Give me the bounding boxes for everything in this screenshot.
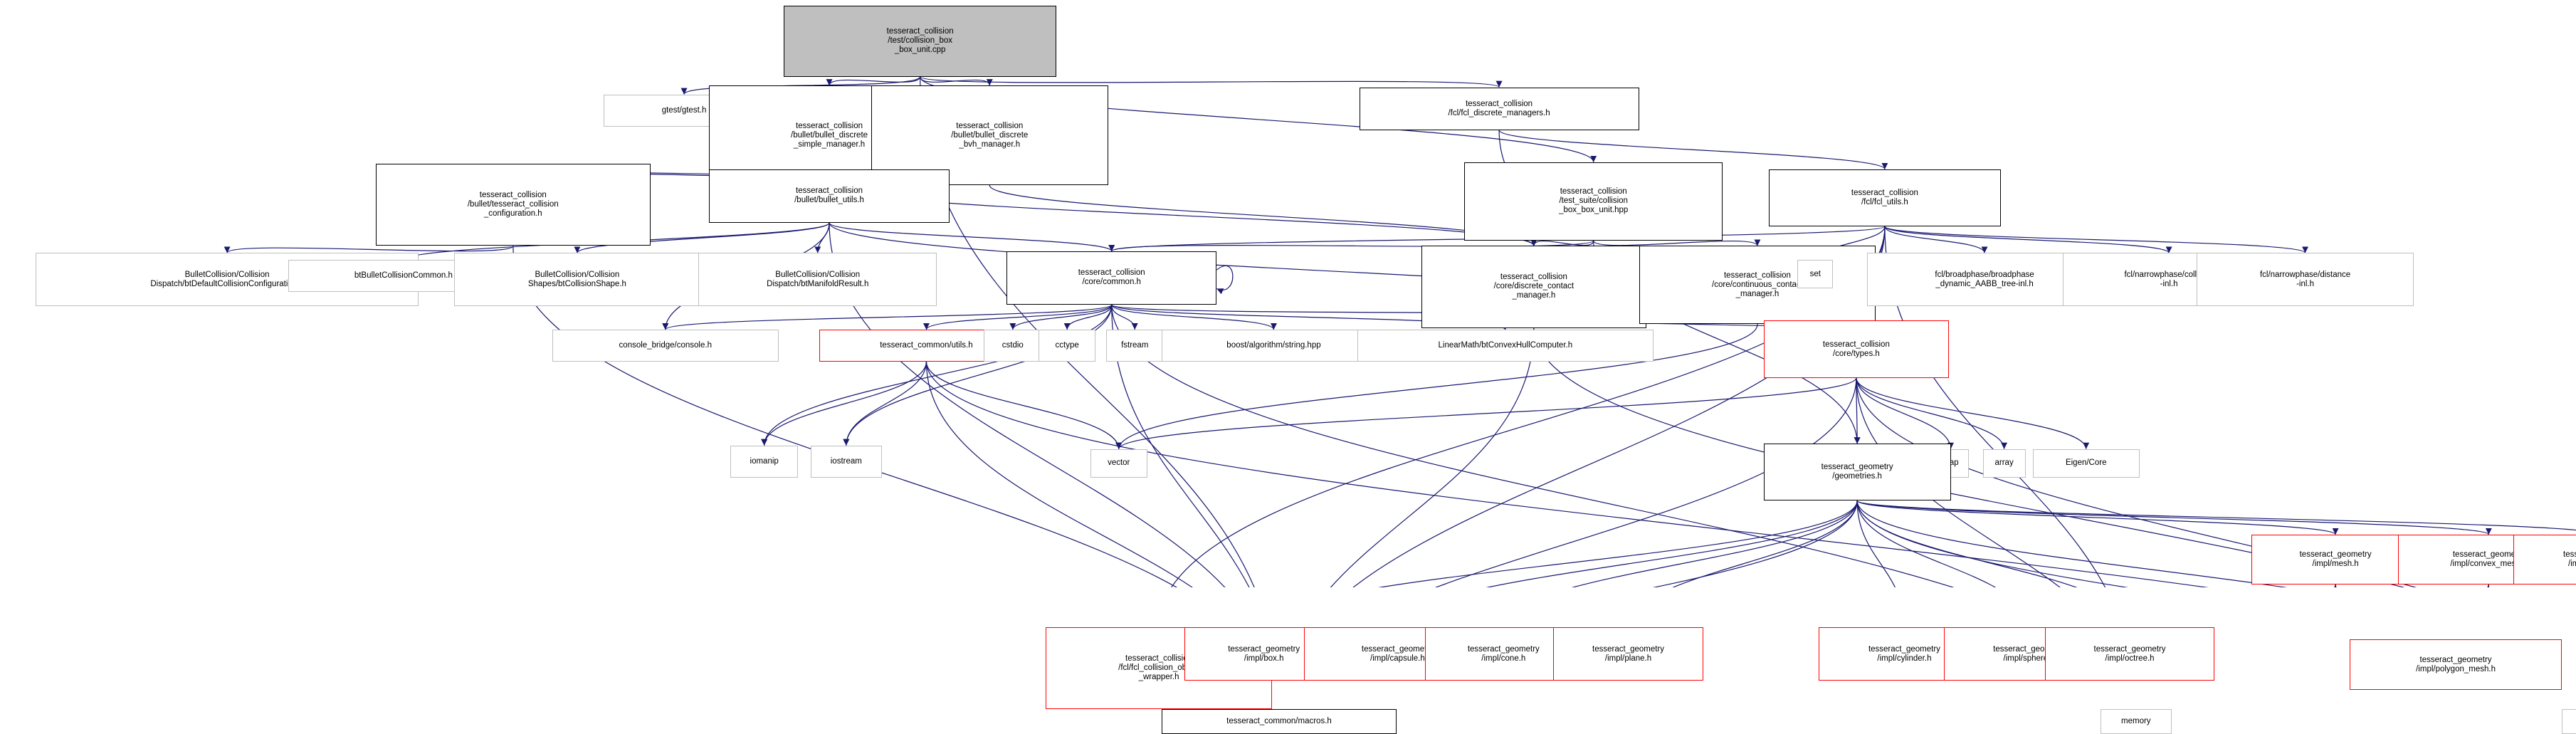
node-eigencore: Eigen/Core: [2032, 449, 2140, 478]
edge-root-to-fdm: [920, 76, 1503, 88]
node-btcfg[interactable]: tesseract_collision /bullet/tesseract_co…: [376, 164, 651, 246]
edge-tsuite-to-dcm: [1530, 239, 1594, 246]
node-ccm[interactable]: tesseract_collision /core/continuous_con…: [1639, 246, 1876, 325]
node-macros[interactable]: tesseract_common/macros.h: [1161, 709, 1397, 734]
edge-common-to-macros: [1111, 304, 1250, 587]
edge-geoms-to-capsule: [1486, 500, 1858, 587]
node-boostalg: boost/algorithm/string.hpp: [1161, 330, 1387, 362]
node-fcldist: fcl/narrowphase/distance -inl.h: [2196, 253, 2414, 307]
edge-dcm-to-eigengeo: [1533, 327, 2405, 587]
edge-types-to-vector: [1115, 377, 1857, 449]
edge-sdf-to-polygon: [2456, 584, 2576, 587]
edge-common-to-iostream: [843, 304, 1113, 446]
edge-geoms-to-sphere: [1856, 500, 1997, 587]
node-octree[interactable]: tesseract_geometry /impl/octree.h: [2045, 626, 2214, 681]
edge-types-to-array: [1856, 377, 2008, 449]
edge-tcutils-to-iostream: [843, 362, 927, 446]
node-fstream: fstream: [1106, 330, 1164, 362]
edge-dcm-to-macros: [1330, 327, 1535, 587]
edge-common-to-boostalg: [1111, 304, 1277, 330]
node-bbm[interactable]: tesseract_collision /bullet/bullet_discr…: [871, 85, 1108, 186]
node-btmr: BulletCollision/Collision Dispatch/btMan…: [698, 253, 937, 307]
edge-sdf-to-macros: [1279, 584, 2576, 587]
edge-mesh-to-memory: [2334, 584, 2336, 587]
edge-fdm-to-fclutils: [1498, 130, 1888, 170]
edge-common-to-console: [662, 304, 1113, 330]
edge-tcutils-to-iomanip: [761, 362, 927, 446]
edge-fclutils-to-fclcoll: [1884, 226, 2172, 253]
edge-geoms-to-cone: [1571, 500, 1858, 587]
edge-butils-to-btcs: [574, 222, 830, 253]
edge-types-to-memory: [1856, 377, 2061, 587]
edge-btcfg-to-bcdc: [224, 245, 514, 253]
node-types[interactable]: tesseract_collision /core/types.h: [1763, 320, 1950, 378]
node-common[interactable]: tesseract_collision /core/common.h: [1006, 251, 1217, 305]
edge-tcutils-to-vector: [925, 362, 1123, 449]
edge-fclutils-to-fclbp: [1884, 226, 1988, 253]
edge-root-to-bsm: [826, 76, 921, 86]
node-array: array: [1982, 449, 2026, 478]
node-root[interactable]: tesseract_collision /test/collision_box …: [784, 5, 1057, 77]
edge-geoms-to-plane: [1672, 500, 1858, 587]
node-geoms[interactable]: tesseract_geometry /geometries.h: [1763, 444, 1951, 501]
edge-butils-to-macros: [829, 222, 1226, 587]
edge-types-to-eigengeo: [1856, 377, 2417, 587]
edge-common-to-cstdio: [1009, 304, 1113, 330]
node-cstdio: cstdio: [983, 330, 1043, 362]
edge-tsuite-to-ccm: [1593, 239, 1761, 246]
node-set: set: [1797, 260, 1834, 289]
edge-common-to-tcutils: [923, 304, 1113, 330]
edge-bbm-to-dcm: [989, 185, 1537, 246]
node-lmhull: LinearMath/btConvexHullComputer.h: [1357, 330, 1654, 362]
edge-cmesh-to-eigengeo: [2488, 584, 2490, 587]
node-sdf[interactable]: tesseract_geometry /impl/sdf_mesh.h: [2513, 534, 2576, 584]
node-fclbp: fcl/broadphase/broadphase _dynamic_AABB_…: [1866, 253, 2103, 307]
edge-common-to-cctype: [1063, 304, 1113, 330]
node-eigengeo: Eigen/Geometry: [2561, 709, 2576, 734]
edge-types-to-macros: [1434, 377, 1857, 587]
node-polygon[interactable]: tesseract_geometry /impl/polygon_mesh.h: [2350, 639, 2562, 690]
edge-common-to-iomanip: [761, 304, 1113, 446]
edge-types-to-eigencore: [1856, 377, 2090, 449]
edge-tcutils-to-eigengeo: [925, 362, 2209, 587]
edge-types-to-map: [1856, 377, 1955, 449]
node-memory: memory: [2100, 709, 2172, 734]
edge-ccm-to-vector: [1115, 324, 1758, 449]
node-btcs: BulletCollision/Collision Shapes/btColli…: [454, 253, 700, 307]
node-fclutils[interactable]: tesseract_collision /fcl/fcl_utils.h: [1769, 169, 2001, 226]
edge-butils-to-common: [829, 222, 1115, 252]
edge-geoms-to-eigengeo: [1856, 500, 2129, 587]
edge-mesh-to-eigengeo: [2335, 584, 2337, 587]
edge-fclutils-to-fcldist: [1884, 226, 2308, 253]
edge-geoms-to-box: [1377, 500, 1858, 587]
node-iostream: iostream: [810, 445, 882, 478]
edge-mesh-to-polygon: [2335, 584, 2337, 587]
node-dcm[interactable]: tesseract_collision /core/discrete_conta…: [1421, 246, 1646, 328]
edge-geoms-to-cmesh: [1856, 500, 2492, 535]
edge-geoms-to-polygon: [1856, 500, 2288, 587]
node-butils[interactable]: tesseract_collision /bullet/bullet_utils…: [709, 169, 950, 223]
node-cctype: cctype: [1039, 330, 1096, 362]
edge-common-to-common: [1216, 265, 1234, 295]
edge-geoms-to-mesh: [1856, 500, 2339, 535]
node-fdm[interactable]: tesseract_collision /fcl/fcl_discrete_ma…: [1359, 87, 1639, 130]
edge-tcutils-to-macros: [925, 362, 1194, 587]
edge-common-to-memory: [1111, 304, 1955, 587]
edge-geoms-to-cylinder: [1856, 500, 1896, 587]
node-plane[interactable]: tesseract_geometry /impl/plane.h: [1553, 626, 1703, 681]
edge-geoms-to-macros: [1652, 500, 1858, 587]
node-iomanip: iomanip: [730, 445, 799, 478]
edge-cmesh-to-polygon: [2488, 584, 2489, 587]
node-console: console_bridge/console.h: [552, 330, 779, 362]
edge-common-to-fstream: [1111, 304, 1138, 330]
edge-cmesh-to-macros: [2486, 584, 2489, 587]
node-vector: vector: [1090, 449, 1147, 478]
node-tsuite[interactable]: tesseract_collision /test_suite/collisio…: [1464, 162, 1723, 241]
edge-geoms-to-sdf: [1856, 500, 2576, 531]
node-mesh[interactable]: tesseract_geometry /impl/mesh.h: [2251, 534, 2419, 584]
